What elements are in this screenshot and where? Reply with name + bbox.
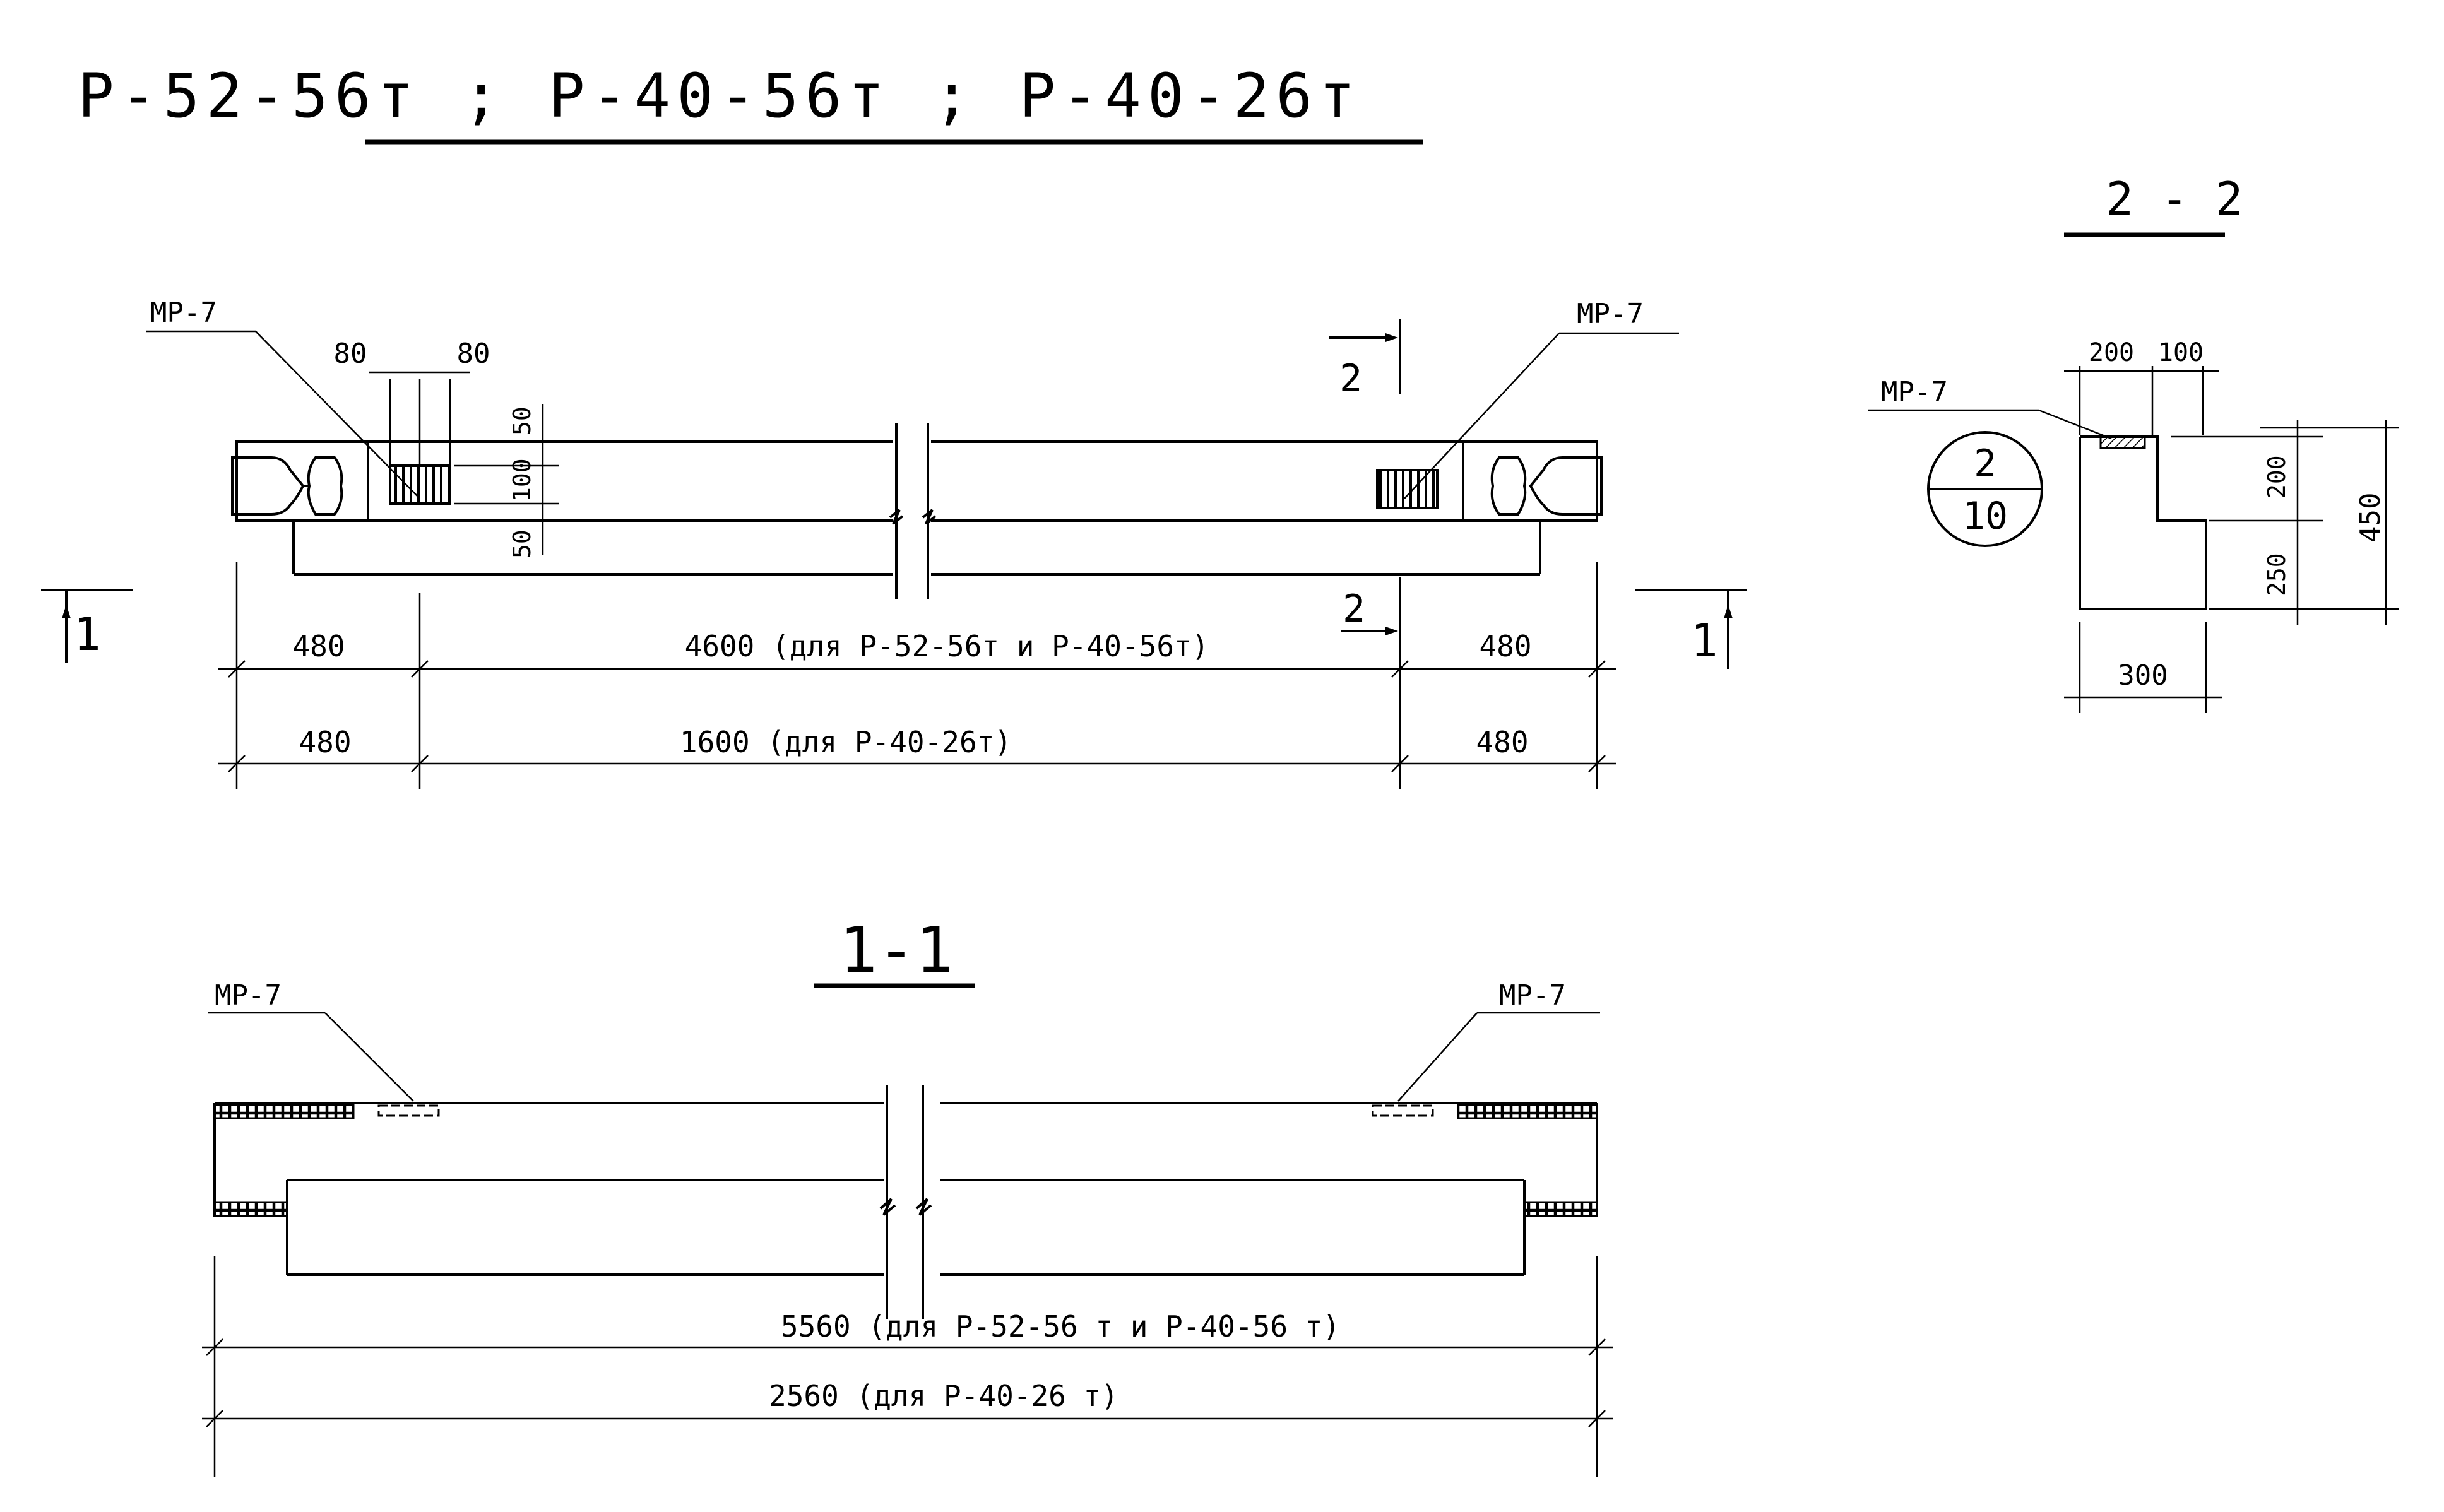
node-bottom: 10 [1962, 494, 2008, 538]
s11-dim-row2: 2560 (для Р-40-26 т) [769, 1379, 1118, 1413]
row2-right: 480 [1476, 725, 1528, 759]
cut-1-left: 1 [73, 608, 100, 661]
node-top: 2 [1974, 442, 1996, 486]
plate-left [389, 464, 451, 505]
row2-left: 480 [299, 725, 351, 759]
section-1-1-title: 1-1 [839, 913, 954, 987]
plan-dim-80-left: 80 [334, 338, 367, 370]
dim-200-side: 200 [2263, 455, 2291, 499]
s11-label-right: МР-7 [1499, 979, 1566, 1012]
dim-450: 450 [2354, 493, 2387, 543]
cut-2-bottom: 2 [1343, 587, 1365, 631]
plan-label-left: МР-7 [150, 297, 217, 329]
plan-dim-50-bottom: 50 [508, 529, 536, 558]
title-text: Р-52-56т ; Р-40-56т ; Р-40-26т [78, 61, 1361, 131]
cut-2-top: 2 [1339, 357, 1362, 401]
section-2-2-title: 2 - 2 [2106, 172, 2243, 225]
plate-right [1376, 469, 1439, 509]
s11-label-left: МР-7 [215, 979, 282, 1012]
section-1-1: 1-1 МР-7 МР-7 [202, 913, 1613, 1477]
section-2-2: 2 - 2 МР-7 200 100 200 250 450 300 [1868, 172, 2399, 713]
dim-300: 300 [2118, 659, 2168, 692]
row2-middle: 1600 (для Р-40-26т) [680, 725, 1012, 759]
drawing-title: Р-52-56т ; Р-40-56т ; Р-40-26т [78, 61, 1423, 145]
row1-middle: 4600 (для Р-52-56т и Р-40-56т) [685, 629, 1209, 663]
plan-dim-100: 100 [508, 458, 536, 502]
row1-left: 480 [292, 629, 345, 663]
dim-250-side: 250 [2263, 553, 2291, 596]
dim-200-top: 200 [2089, 338, 2134, 367]
s11-dim-row1: 5560 (для Р-52-56 т и Р-40-56 т) [781, 1309, 1340, 1344]
plan-label-right: МР-7 [1577, 298, 1644, 330]
plan-dim-80-right: 80 [457, 338, 490, 370]
section-2-2-label: МР-7 [1881, 376, 1948, 408]
section-plate [2099, 435, 2146, 449]
plan-dim-50-top: 50 [508, 406, 536, 435]
dim-100-top: 100 [2158, 338, 2204, 367]
plan-view: МР-7 МР-7 80 80 50 100 50 2 2 1 [41, 297, 1747, 789]
cut-1-right: 1 [1690, 614, 1717, 667]
row1-right: 480 [1479, 629, 1531, 663]
